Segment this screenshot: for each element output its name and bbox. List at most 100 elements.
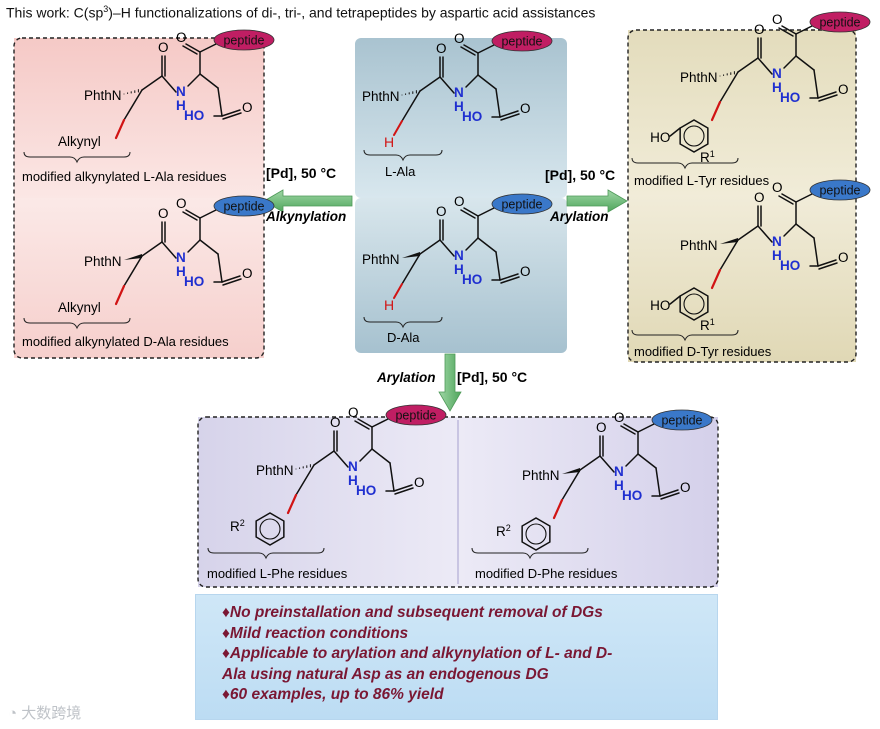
brace-d-tyr [631,329,739,342]
svg-text:HO: HO [780,90,800,105]
summary-line-1: ♦No preinstallation and subsequent remov… [222,604,603,621]
right-arrow-conditions: [Pd], 50 °C [545,167,615,183]
svg-text:O: O [754,22,765,37]
svg-text:O: O [596,420,607,435]
svg-text:HO: HO [780,258,800,273]
brace-d-phe [471,547,589,560]
svg-text:O: O [158,206,169,221]
summary-line-4: Ala using natural Asp as an endogenous D… [222,665,549,683]
svg-text:O: O [454,194,465,209]
brace-d-alkynyl [23,317,131,330]
svg-text:O: O [242,100,253,115]
svg-text:HO: HO [356,483,376,498]
caption-d-ala: D-Ala [387,330,420,345]
svg-text:H: H [176,98,186,113]
panel-starting-ala [355,38,567,353]
svg-text:H: H [454,99,464,114]
svg-text:HO: HO [184,108,204,123]
svg-text:O: O [176,196,187,211]
svg-text:O: O [520,264,531,279]
svg-text:peptide: peptide [661,414,702,428]
svg-text:O: O [680,480,691,495]
svg-text:O: O [348,405,359,420]
svg-text:PhthN: PhthN [680,70,718,85]
svg-text:H: H [772,248,782,263]
svg-text:peptide: peptide [819,184,860,198]
svg-text:O: O [838,250,849,265]
caption-d-alkynyl: modified alkynylated D-Ala residues [22,334,229,349]
svg-text:N: N [348,459,358,474]
svg-text:N: N [176,250,186,265]
svg-text:Alkynyl: Alkynyl [58,300,101,315]
caption-d-tyr: modified D-Tyr residues [634,344,772,359]
right-arrow-name: Arylation [549,209,609,224]
svg-text:peptide: peptide [501,35,542,49]
svg-text:O: O [772,180,783,195]
summary-box: ♦No preinstallation and subsequent remov… [195,594,718,720]
caption-l-tyr: modified L-Tyr residues [634,173,770,188]
scheme-heading: This work: C(sp3)–H functionalizations o… [6,4,596,21]
brace-d-ala [363,316,443,329]
svg-text:PhthN: PhthN [362,89,400,104]
down-arrow-name: Arylation [376,370,436,385]
svg-text:H: H [614,478,624,493]
svg-text:N: N [772,234,782,249]
svg-text:HO: HO [462,109,482,124]
svg-text:HO: HO [650,298,670,313]
left-arrow-conditions: [Pd], 50 °C [266,165,336,181]
svg-text:PhthN: PhthN [84,254,122,269]
brace-l-tyr [631,157,739,170]
svg-text:peptide: peptide [395,409,436,423]
brace-l-ala [363,149,443,162]
panel-phe [197,416,719,588]
svg-text:HO: HO [650,130,670,145]
caption-l-ala: L-Ala [385,164,416,179]
svg-text:O: O [454,31,465,46]
svg-text:HO: HO [622,488,642,503]
watermark-logo: ◔ 大数跨境 [8,705,82,722]
brace-l-phe [207,547,325,560]
svg-text:H: H [384,297,394,313]
svg-text:PhthN: PhthN [522,468,560,483]
svg-text:peptide: peptide [501,198,542,212]
arrow-arylation-down [438,353,462,412]
svg-text:N: N [454,248,464,263]
arrow-arylation-right [566,189,628,213]
svg-text:peptide: peptide [819,16,860,30]
svg-text:H: H [384,134,394,150]
caption-d-phe: modified D-Phe residues [475,566,618,581]
svg-text:O: O [614,410,625,425]
summary-line-5: ♦60 examples, up to 86% yield [222,686,444,703]
svg-text:O: O [772,12,783,27]
summary-line-2: ♦Mild reaction conditions [222,624,409,642]
panel-tyr [627,29,857,363]
svg-text:PhthN: PhthN [256,463,294,478]
brace-l-alkynyl [23,151,131,164]
svg-text:PhthN: PhthN [362,252,400,267]
caption-l-alkynyl: modified alkynylated L-Ala residues [22,169,227,184]
svg-text:peptide: peptide [223,34,264,48]
svg-text:HO: HO [184,274,204,289]
caption-l-phe: modified L-Phe residues [207,566,348,581]
svg-text:N: N [772,66,782,81]
svg-text:HO: HO [462,272,482,287]
svg-text:H: H [454,262,464,277]
svg-text:N: N [614,464,624,479]
down-arrow-conditions: [Pd], 50 °C [457,369,527,385]
svg-text:N: N [454,85,464,100]
svg-text:PhthN: PhthN [680,238,718,253]
svg-text:O: O [158,40,169,55]
summary-line-3: ♦Applicable to arylation and alkynylatio… [222,645,613,662]
svg-text:O: O [754,190,765,205]
svg-text:H: H [772,80,782,95]
svg-text:O: O [520,101,531,116]
svg-text:Alkynyl: Alkynyl [58,134,101,149]
